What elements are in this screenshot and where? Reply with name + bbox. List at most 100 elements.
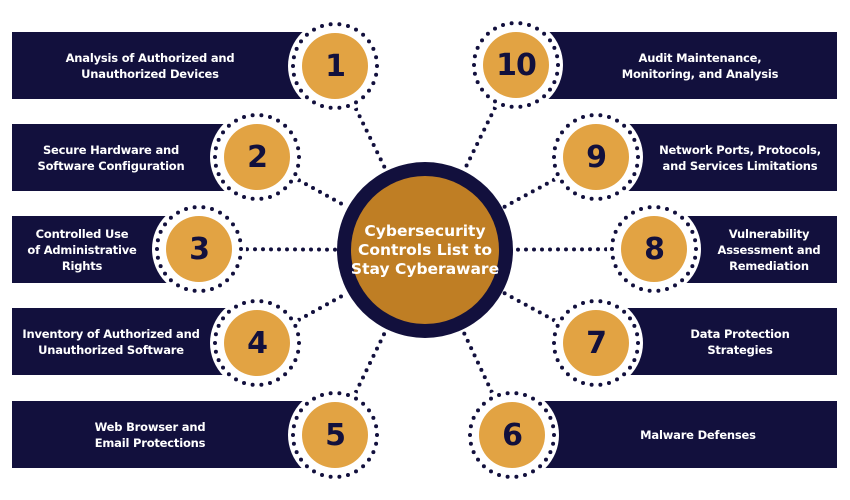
ring-dot [296, 146, 301, 151]
ring-dot [213, 332, 218, 337]
ring-dot [250, 113, 255, 118]
connector-dot [509, 295, 514, 300]
ring-dot [535, 26, 539, 31]
ring-dot [361, 32, 366, 37]
connector-10 [464, 106, 497, 168]
number-badge-4 [224, 310, 290, 376]
ring-dot [218, 210, 222, 215]
ring-dot [209, 286, 214, 291]
ring-dot [560, 130, 565, 135]
ring-dot [213, 146, 218, 151]
ring-dot [345, 393, 350, 398]
ring-dot [366, 408, 371, 413]
ring-dot [693, 238, 698, 243]
ring-dot [547, 87, 552, 92]
connector-dot [530, 189, 535, 194]
ring-dot [176, 283, 180, 288]
connector-dot [368, 135, 373, 140]
ring-dot [234, 191, 238, 196]
control-label: Analysis of Authorized and Unauthorized … [65, 50, 235, 81]
ring-dot [267, 115, 272, 120]
connector-dot [540, 247, 545, 252]
connector-dot [468, 156, 473, 161]
ring-dot [299, 457, 304, 462]
connector-dot [469, 346, 474, 351]
ring-dot [531, 396, 535, 401]
ring-dot [635, 349, 640, 354]
ring-dot [294, 46, 299, 51]
connector-5 [353, 332, 386, 394]
connector-dot [516, 197, 521, 202]
ring-dot [226, 186, 231, 191]
connector-dot [479, 367, 484, 372]
connector-dot [371, 353, 376, 358]
ring-dot [312, 396, 316, 401]
control-number: 2 [247, 139, 268, 175]
connector-dot [303, 182, 308, 187]
connector-8 [516, 247, 609, 252]
ring-dot [267, 380, 272, 385]
ring-dot [581, 194, 586, 199]
ring-dot [573, 118, 577, 123]
ring-dot [328, 474, 333, 479]
ring-dot [656, 205, 661, 210]
ring-dot [296, 349, 301, 354]
ring-dot [635, 163, 640, 168]
ring-dot [293, 137, 298, 142]
ring-dot [475, 45, 480, 50]
ring-dot [221, 130, 226, 135]
ring-dot [622, 186, 627, 191]
ring-dot [267, 301, 272, 306]
ring-dot [636, 341, 640, 345]
connector-dot [268, 247, 273, 252]
ring-dot [680, 215, 685, 220]
ring-dot [555, 358, 560, 363]
connector-dot [331, 298, 336, 303]
ring-dot [622, 123, 627, 128]
ring-dot [312, 100, 316, 105]
ring-dot [242, 380, 247, 385]
connector-dot [357, 382, 362, 387]
control-bar-6 [512, 401, 837, 468]
ring-dot [288, 316, 293, 321]
ring-dot [685, 271, 690, 276]
ring-dot [560, 316, 565, 321]
center-hub-fill [351, 176, 499, 324]
control-bar-10 [516, 32, 837, 99]
ring-dot [680, 278, 685, 283]
ring-dot [613, 229, 618, 234]
connector-dot [364, 368, 369, 373]
ring-dot [509, 21, 514, 26]
control-number: 8 [644, 231, 665, 267]
connector-dot [381, 332, 386, 337]
ring-dot [283, 309, 288, 314]
ring-dot [606, 380, 611, 385]
ring-dot [337, 391, 342, 396]
ring-dot [589, 196, 594, 201]
ring-dot [598, 299, 603, 304]
control-label: Secure Hardware and Software Configurati… [37, 142, 185, 173]
ring-dot [283, 186, 288, 191]
ring-dot [647, 288, 652, 293]
ring-dot [371, 450, 376, 455]
ring-dot [312, 27, 316, 32]
ring-dot [497, 393, 502, 398]
ring-dot [685, 222, 690, 227]
ring-dot [238, 238, 243, 243]
ring-dot [299, 88, 304, 93]
control-label: Network Ports, Protocols, and Services L… [659, 142, 821, 173]
ring-dot [656, 288, 661, 293]
ring-dot [556, 63, 560, 67]
number-badge-8 [621, 216, 687, 282]
ring-dot [155, 247, 159, 251]
ring-dot [291, 441, 296, 446]
ring-dot [213, 341, 217, 345]
ring-dot [514, 474, 519, 479]
connector-dot [375, 150, 380, 155]
ring-dot [371, 46, 376, 51]
ring-dot [374, 441, 379, 446]
dotted-ring-7 [552, 299, 640, 387]
ring-dot [293, 358, 298, 363]
ring-dot [631, 283, 635, 288]
